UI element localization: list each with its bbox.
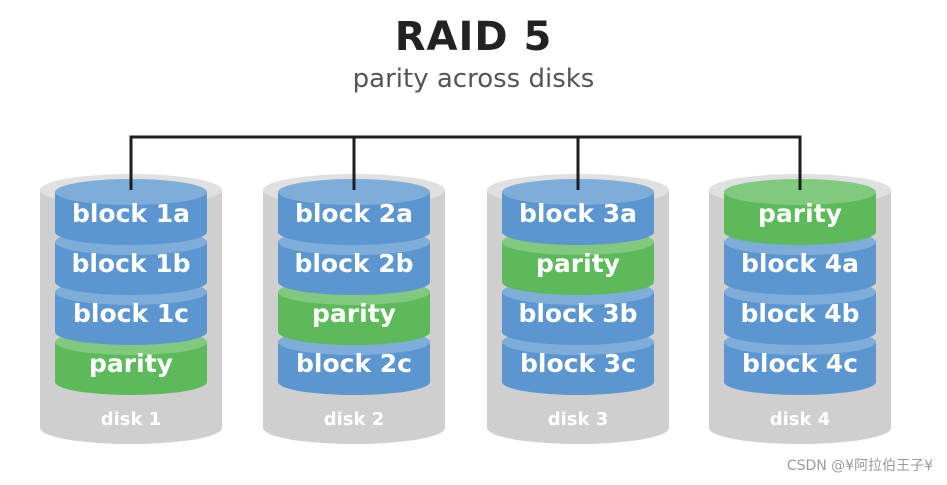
block-body [278, 242, 430, 295]
data-block: block 4a [724, 229, 876, 295]
watermark: CSDN @¥阿拉伯王子¥ [786, 458, 933, 474]
block-label: block 1a [72, 199, 190, 228]
block-body [55, 192, 207, 245]
block-label: block 1b [71, 249, 190, 278]
block-body [724, 192, 876, 245]
data-block: block 1a [55, 179, 207, 245]
data-block: block 3b [502, 279, 654, 345]
block-label: block 4a [741, 249, 859, 278]
parity-block: parity [724, 179, 876, 245]
block-label: block 4c [742, 349, 858, 378]
data-block: block 2b [278, 229, 430, 295]
data-block: block 2a [278, 179, 430, 245]
disk-2: block 2c parity block 2b block 2a disk 2 [263, 174, 445, 444]
block-cap [502, 179, 654, 205]
block-body [502, 192, 654, 245]
block-label: block 3b [518, 299, 637, 328]
block-body [55, 242, 207, 295]
block-label: parity [312, 299, 396, 328]
block-label: block 2c [296, 349, 412, 378]
disk-3: block 3c block 3b parity block 3a disk 3 [487, 174, 669, 444]
block-label: block 4b [740, 299, 859, 328]
diagram-subtitle: parity across disks [352, 64, 595, 94]
block-body [502, 242, 654, 295]
block-body [278, 292, 430, 345]
block-label: parity [758, 199, 842, 228]
disk-label: disk 1 [101, 409, 162, 430]
disk-label: disk 2 [324, 409, 385, 430]
block-label: block 2b [294, 249, 413, 278]
block-body [502, 292, 654, 345]
data-block: block 3a [502, 179, 654, 245]
block-body [278, 342, 430, 395]
block-body [724, 342, 876, 395]
disk-label: disk 4 [770, 409, 831, 430]
block-body [55, 342, 207, 395]
disk-4: block 4c block 4b block 4a parity disk 4 [709, 174, 891, 444]
block-body [724, 292, 876, 345]
disk-connectors [129, 135, 802, 190]
block-label: parity [536, 249, 620, 278]
disk-label: disk 3 [548, 409, 609, 430]
block-body [724, 242, 876, 295]
block-cap [55, 179, 207, 205]
block-body [55, 292, 207, 345]
block-cap [724, 179, 876, 205]
block-label: block 3a [519, 199, 637, 228]
block-label: block 2a [295, 199, 413, 228]
block-label: block 3c [520, 349, 636, 378]
block-body [502, 342, 654, 395]
diagram-title: RAID 5 [394, 14, 553, 60]
disk-1: parity block 1c block 1b block 1a disk 1 [40, 174, 222, 444]
block-body [278, 192, 430, 245]
block-label: block 1c [73, 299, 189, 328]
block-cap [278, 179, 430, 205]
block-label: parity [89, 349, 173, 378]
